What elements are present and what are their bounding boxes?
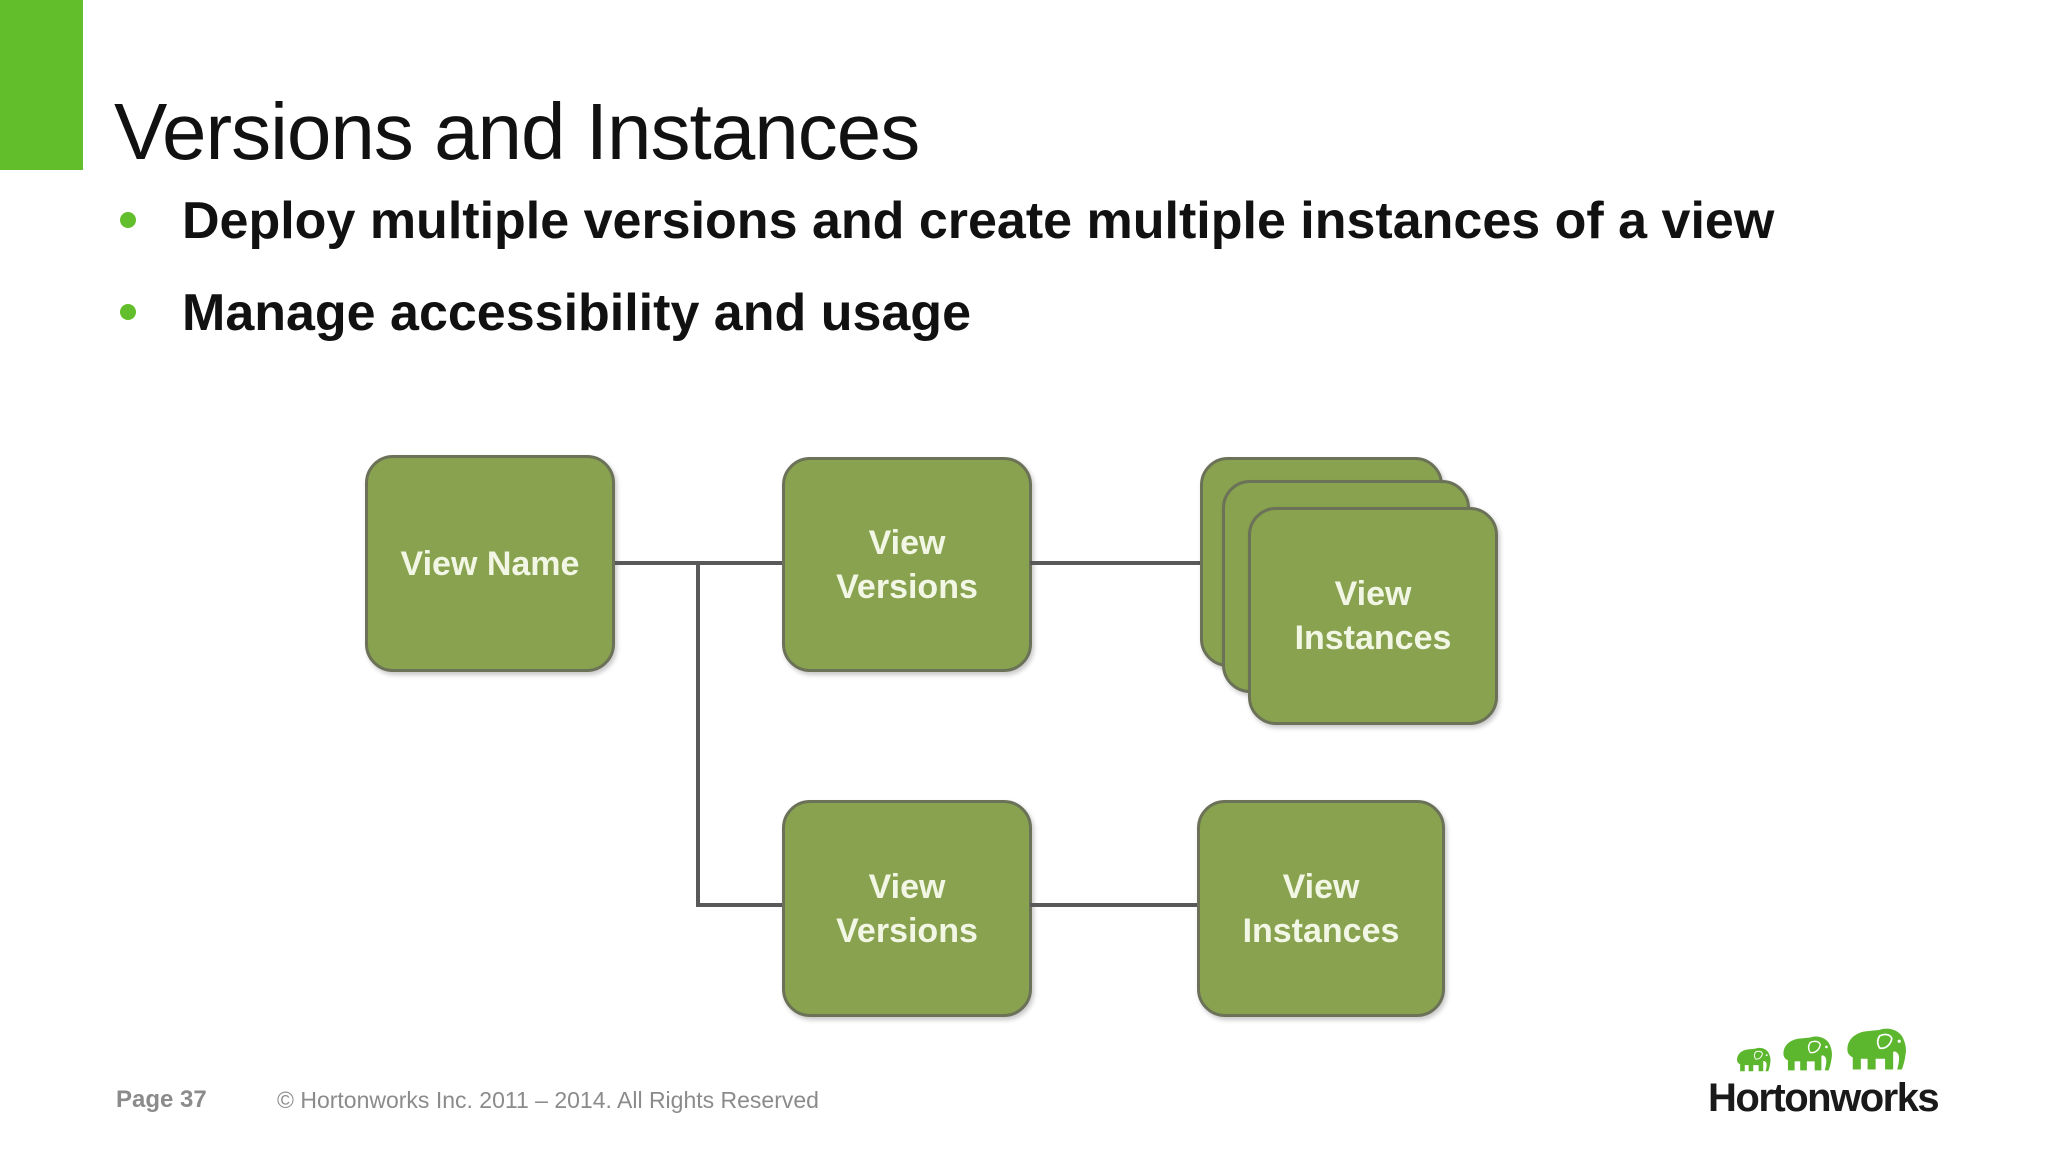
bullet-text: Deploy multiple versions and create mult…: [182, 192, 1775, 250]
bullet-dot-icon: [120, 212, 136, 228]
elephant-icon: [1783, 1036, 1832, 1071]
node-label: Instances: [1242, 911, 1400, 950]
node-label: View: [868, 867, 946, 906]
hortonworks-logo: Hortonworks: [1708, 1020, 1940, 1121]
diagram-node-view-name: View Name: [365, 455, 615, 672]
elephant-icons: [1734, 1020, 1938, 1074]
elephant-icon: [1737, 1047, 1771, 1072]
bullet-dot-icon: [120, 304, 136, 320]
connector-versions-to-instances-top: [1030, 561, 1205, 565]
accent-corner-bar: [0, 0, 83, 170]
node-label: View: [1282, 867, 1360, 906]
page-number: Page 37: [116, 1086, 207, 1113]
node-label: Versions: [836, 567, 978, 606]
node-label: Instances: [1294, 619, 1452, 657]
elephant-icon: [1847, 1028, 1906, 1070]
bullet-list: Deploy multiple versions and create mult…: [116, 192, 1876, 376]
connector-versions-to-instances-bottom: [1030, 903, 1197, 907]
node-label: View: [1334, 575, 1412, 613]
diagram-node-view-instances-stacked: View Instances: [1248, 507, 1498, 725]
connector-vertical-trunk: [696, 561, 700, 907]
bullet-item: Deploy multiple versions and create mult…: [116, 192, 1876, 250]
diagram-node-view-versions-bottom: View Versions: [782, 800, 1032, 1017]
bullet-item: Manage accessibility and usage: [116, 284, 1876, 342]
page-title: Versions and Instances: [114, 86, 920, 176]
logo-wordmark: Hortonworks: [1708, 1076, 1940, 1120]
node-label: View: [868, 523, 946, 562]
bullet-text: Manage accessibility and usage: [182, 284, 971, 342]
connector-trunk-to-versions-bottom: [696, 903, 782, 907]
diagram-node-view-versions-top: View Versions: [782, 457, 1032, 672]
node-label: View Name: [400, 544, 580, 583]
diagram-node-view-instances-bottom: View Instances: [1197, 800, 1445, 1017]
copyright-text: © Hortonworks Inc. 2011 – 2014. All Righ…: [277, 1087, 819, 1113]
node-label: Versions: [836, 911, 978, 950]
